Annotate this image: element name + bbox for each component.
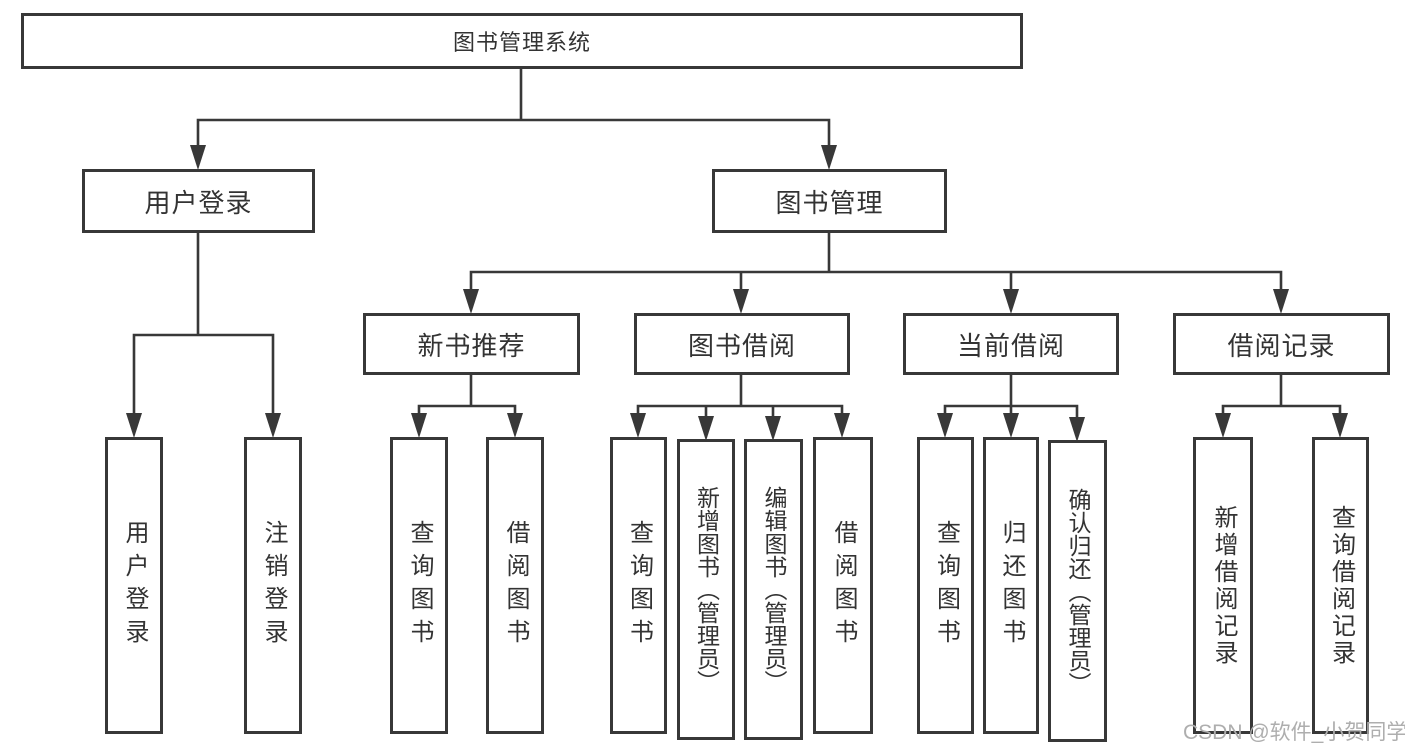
leaf-records-add: 新增借阅记录 — [1193, 437, 1253, 734]
leaf-logout: 注销登录 — [244, 437, 302, 734]
leaf-borrow-borrow: 借阅图书 — [813, 437, 873, 734]
leaf-current-query: 查询图书 — [917, 437, 974, 734]
node-borrow-records: 借阅记录 — [1173, 313, 1390, 375]
leaf-newbooks-borrow: 借阅图书 — [486, 437, 544, 734]
leaf-borrow-edit-admin: 编辑图书（管理员） — [744, 439, 803, 740]
connector-paths — [132, 68, 1342, 421]
leaf-user-login: 用户登录 — [105, 437, 163, 734]
leaf-borrow-add-admin: 新增图书（管理员） — [677, 439, 735, 740]
node-book-management: 图书管理 — [712, 169, 947, 233]
node-book-borrow: 图书借阅 — [634, 313, 850, 375]
arrowheads — [126, 145, 1348, 442]
leaf-borrow-query: 查询图书 — [610, 437, 667, 734]
node-user-login: 用户登录 — [82, 169, 315, 233]
node-new-book-recommend: 新书推荐 — [363, 313, 580, 375]
leaf-records-query: 查询借阅记录 — [1312, 437, 1369, 734]
node-current-borrow: 当前借阅 — [903, 313, 1119, 375]
watermark: CSDN @软件_小贺同学 — [1183, 721, 1405, 744]
node-root: 图书管理系统 — [21, 13, 1023, 69]
leaf-current-return: 归还图书 — [983, 437, 1039, 734]
leaf-current-confirm-admin: 确认归还（管理员） — [1048, 440, 1107, 742]
leaf-newbooks-query: 查询图书 — [390, 437, 448, 734]
